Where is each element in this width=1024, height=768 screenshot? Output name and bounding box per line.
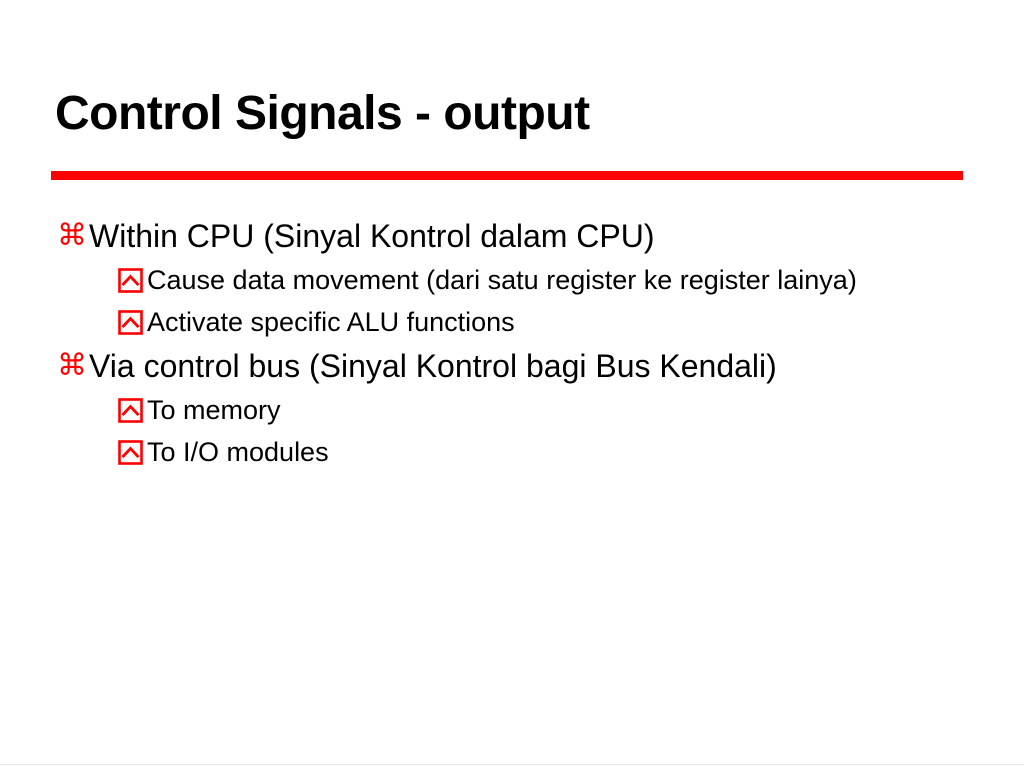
list-item: ⌘ Via control bus (Sinyal Kontrol bagi B… — [57, 344, 987, 388]
page-title: Control Signals - output — [55, 87, 590, 140]
list-item: ⌘ Within CPU (Sinyal Kontrol dalam CPU) — [57, 214, 987, 258]
list-item-label: Activate specific ALU functions — [147, 307, 515, 337]
bullet-list: ⌘ Within CPU (Sinyal Kontrol dalam CPU) … — [57, 214, 987, 474]
list-item: Activate specific ALU functions — [118, 302, 987, 343]
list-item-label: Cause data movement (dari satu register … — [147, 265, 857, 295]
command-bullet-icon: ⌘ — [57, 348, 87, 383]
box-caret-bullet-icon — [118, 390, 147, 431]
title-divider — [51, 171, 963, 180]
list-item-label: To I/O modules — [147, 437, 329, 467]
list-item-label: Via control bus (Sinyal Kontrol bagi Bus… — [89, 348, 777, 384]
box-caret-bullet-icon — [118, 260, 147, 301]
box-caret-bullet-icon — [118, 432, 147, 473]
list-item: To I/O modules — [118, 432, 987, 473]
box-caret-bullet-icon — [118, 302, 147, 343]
list-item-label: To memory — [147, 395, 281, 425]
list-item-label: Within CPU (Sinyal Kontrol dalam CPU) — [89, 218, 655, 254]
command-bullet-icon: ⌘ — [57, 218, 87, 253]
list-item: Cause data movement (dari satu register … — [118, 260, 987, 301]
page-bottom-edge — [0, 764, 1024, 765]
list-item: To memory — [118, 390, 987, 431]
